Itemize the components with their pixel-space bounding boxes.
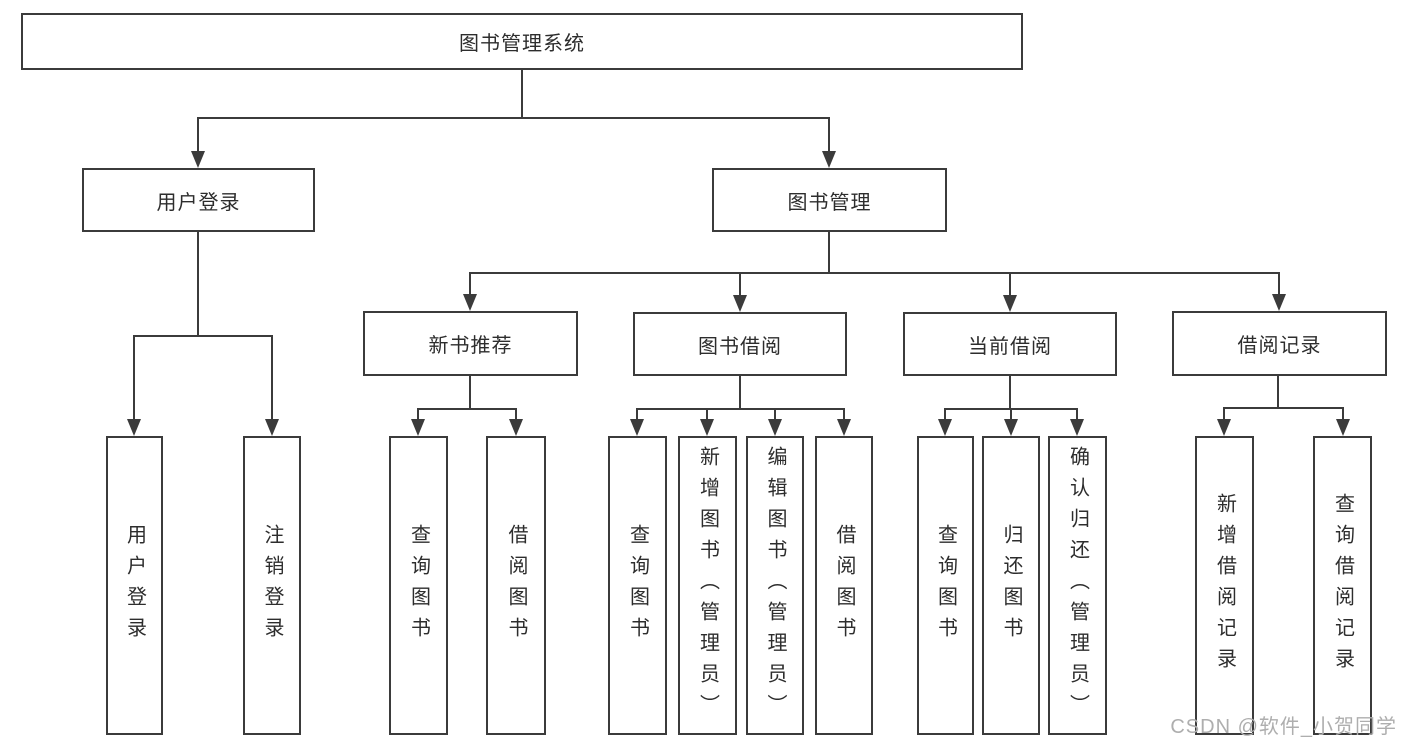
leaf-user-login: 用户登录	[106, 436, 163, 735]
arrowhead-leaf-borrow-books-1	[509, 419, 523, 436]
leaf-label: 编辑图书（管理员）	[764, 446, 786, 725]
node-borrowing-records: 借阅记录	[1172, 311, 1387, 376]
connector-to-leaf-query-books-1	[417, 408, 419, 419]
arrowhead-book-management	[822, 151, 836, 168]
connector-to-leaf-query-books-2	[636, 408, 638, 419]
leaf-label: 用户登录	[123, 523, 146, 648]
connector-book-management-stub	[828, 232, 830, 272]
node-book-management: 图书管理	[712, 168, 947, 232]
connector-root-stub	[521, 70, 523, 117]
leaf-label: 查询图书	[626, 523, 649, 648]
node-user-login: 用户登录	[82, 168, 315, 232]
connector-to-borrowing-records	[1278, 272, 1280, 295]
connector-to-leaf-add-borrow-record	[1223, 407, 1225, 419]
connector-to-leaf-user-login	[133, 335, 135, 419]
leaf-logout: 注销登录	[243, 436, 301, 735]
arrowhead-leaf-logout	[265, 419, 279, 436]
connector-level3-hbar	[469, 272, 1280, 274]
arrowhead-leaf-query-borrow-record	[1336, 419, 1350, 436]
arrowhead-leaf-query-books-3	[938, 419, 952, 436]
connector-level2-hbar	[197, 117, 830, 119]
connector-book-borrowing-stub	[739, 376, 741, 408]
connector-to-leaf-add-books	[706, 408, 708, 419]
connector-to-current-borrowing	[1009, 272, 1011, 295]
connector-to-leaf-query-borrow-record	[1342, 407, 1344, 419]
arrowhead-leaf-edit-books	[768, 419, 782, 436]
arrowhead-leaf-add-borrow-record	[1217, 419, 1231, 436]
leaf-label: 查询借阅记录	[1331, 492, 1354, 679]
connector-to-leaf-confirm-return	[1076, 408, 1078, 419]
leaf-borrow-books-1: 借阅图书	[486, 436, 546, 735]
connector-to-leaf-query-books-3	[944, 408, 946, 419]
node-label: 图书管理	[787, 191, 872, 214]
leaf-return-books: 归还图书	[982, 436, 1040, 735]
connector-group2-hbar	[417, 408, 517, 410]
node-label: 图书借阅	[698, 335, 782, 358]
connector-to-user-login	[197, 117, 199, 151]
arrowhead-borrowing-records	[1272, 294, 1286, 311]
node-label: 当前借阅	[968, 335, 1052, 358]
leaf-borrow-books-2: 借阅图书	[815, 436, 873, 735]
connector-user-login-stub	[197, 232, 199, 335]
leaf-label: 确认归还（管理员）	[1066, 446, 1089, 725]
arrowhead-book-borrowing	[733, 295, 747, 312]
csdn-watermark: CSDN @软件_小贺同学	[1170, 716, 1397, 738]
node-label: 新书推荐	[428, 335, 513, 357]
node-book-borrowing: 图书借阅	[633, 312, 847, 376]
connector-group5-hbar	[1223, 407, 1344, 409]
leaf-query-borrow-record: 查询借阅记录	[1313, 436, 1372, 735]
connector-to-leaf-return-books	[1010, 408, 1012, 419]
arrowhead-leaf-user-login	[127, 419, 141, 436]
leaf-label: 新增借阅记录	[1213, 492, 1236, 679]
node-library-management-system: 图书管理系统	[21, 13, 1023, 70]
node-current-borrowing: 当前借阅	[903, 312, 1117, 376]
leaf-query-books-3: 查询图书	[917, 436, 974, 735]
leaf-add-books-admin: 新增图书（管理员）	[678, 436, 737, 735]
leaf-add-borrow-record: 新增借阅记录	[1195, 436, 1254, 735]
leaf-edit-books-admin: 编辑图书（管理员）	[746, 436, 804, 735]
leaf-label: 注销登录	[261, 523, 283, 648]
connector-group1-hbar	[133, 335, 273, 337]
connector-to-book-borrowing	[739, 272, 741, 295]
node-label: 用户登录	[156, 191, 241, 214]
node-label: 借阅记录	[1237, 335, 1322, 357]
connector-to-book-management	[828, 117, 830, 151]
arrowhead-leaf-add-books	[700, 419, 714, 436]
arrowhead-leaf-query-books-1	[411, 419, 425, 436]
connector-borrowing-records-stub	[1277, 376, 1279, 407]
leaf-label: 查询图书	[407, 523, 430, 648]
connector-to-leaf-borrow-books-2	[843, 408, 845, 419]
connector-to-leaf-borrow-books-1	[515, 408, 517, 419]
arrowhead-leaf-confirm-return	[1070, 419, 1084, 436]
connector-to-leaf-logout	[271, 335, 273, 419]
node-label: 图书管理系统	[459, 33, 585, 55]
arrowhead-leaf-borrow-books-2	[837, 419, 851, 436]
leaf-label: 新增图书（管理员）	[696, 446, 719, 725]
leaf-label: 借阅图书	[833, 523, 855, 648]
arrowhead-new-book-recommendation	[463, 294, 477, 311]
connector-group3-hbar	[636, 408, 845, 410]
leaf-query-books-2: 查询图书	[608, 436, 667, 735]
connector-current-borrowing-stub	[1009, 376, 1011, 408]
connector-new-book-recommendation-stub	[469, 376, 471, 408]
leaf-confirm-return-admin: 确认归还（管理员）	[1048, 436, 1107, 735]
leaf-label: 查询图书	[934, 523, 957, 648]
leaf-query-books-1: 查询图书	[389, 436, 448, 735]
leaf-label: 借阅图书	[505, 523, 527, 648]
leaf-label: 归还图书	[1000, 523, 1022, 648]
arrowhead-current-borrowing	[1003, 295, 1017, 312]
connector-to-new-book-recommendation	[469, 272, 471, 295]
arrowhead-user-login	[191, 151, 205, 168]
arrowhead-leaf-return-books	[1004, 419, 1018, 436]
node-new-book-recommendation: 新书推荐	[363, 311, 578, 376]
arrowhead-leaf-query-books-2	[630, 419, 644, 436]
connector-to-leaf-edit-books	[774, 408, 776, 419]
